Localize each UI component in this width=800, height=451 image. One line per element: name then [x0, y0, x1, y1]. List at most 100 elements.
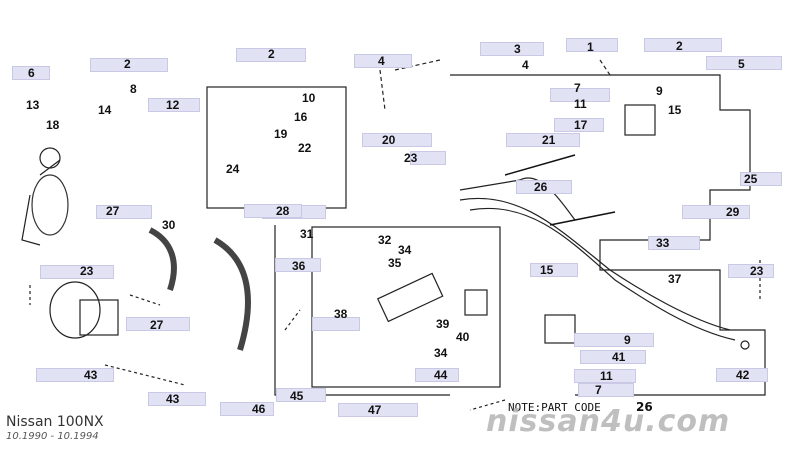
callout-33: 33	[656, 236, 670, 250]
callout-30: 30	[162, 218, 176, 232]
callout-7: 7	[574, 81, 581, 95]
label-box	[276, 388, 326, 402]
label-box	[506, 133, 580, 147]
callout-17: 17	[574, 118, 588, 132]
arrow-33	[549, 211, 616, 226]
label-box	[148, 392, 206, 406]
label-box	[550, 88, 610, 102]
callout-19: 19	[274, 127, 288, 141]
callout-1: 1	[587, 40, 594, 54]
leader-dashed	[379, 59, 611, 111]
label-box	[244, 204, 302, 218]
label-box	[415, 368, 459, 382]
callout-27: 27	[150, 318, 164, 332]
callout-15: 15	[668, 103, 682, 117]
callout-42: 42	[736, 368, 750, 382]
callout-31: 31	[300, 227, 314, 241]
arrow-21	[504, 154, 576, 176]
part-code-note: NOTE:PART CODE	[508, 401, 601, 414]
callout-46: 46	[252, 402, 266, 416]
callout-36: 36	[292, 259, 306, 273]
callout-11: 11	[574, 97, 587, 111]
callout-3: 3	[514, 42, 521, 56]
callout-38: 38	[334, 307, 348, 321]
label-box	[480, 42, 544, 56]
callout-28: 28	[276, 204, 290, 218]
label-box	[96, 205, 152, 219]
callout-34: 34	[398, 243, 412, 257]
label-box	[580, 350, 646, 364]
label-box	[716, 368, 768, 382]
callout-7: 7	[595, 383, 602, 397]
callout-18: 18	[46, 118, 60, 132]
label-box	[362, 133, 432, 147]
callout-35: 35	[388, 256, 402, 270]
label-box	[706, 56, 782, 70]
tube-main-2	[469, 208, 736, 341]
label-box	[338, 403, 418, 417]
suction-hose	[148, 227, 177, 291]
label-box	[312, 317, 360, 331]
callout-44: 44	[434, 368, 448, 382]
callout-23: 23	[80, 264, 94, 278]
label-box	[648, 236, 700, 250]
callout-39: 39	[436, 317, 450, 331]
callout-4: 4	[378, 54, 385, 68]
power-valve	[376, 272, 444, 323]
plug-42	[740, 340, 750, 350]
callout-20: 20	[382, 133, 396, 147]
valve-bracket	[464, 289, 488, 316]
date-range: 10.1990 - 10.1994	[6, 431, 99, 442]
label-box	[574, 333, 654, 347]
callout-2: 2	[124, 57, 131, 71]
callout-37: 37	[668, 272, 682, 286]
label-box	[90, 58, 168, 72]
label-box	[148, 98, 200, 112]
callout-40: 40	[456, 330, 470, 344]
callout-8: 8	[130, 82, 137, 96]
label-box	[682, 205, 750, 219]
callout-45: 45	[290, 389, 304, 403]
label-box	[36, 368, 114, 382]
callout-9: 9	[656, 84, 663, 98]
label-box	[354, 54, 412, 68]
callout-10: 10	[302, 91, 316, 105]
label-box	[516, 180, 572, 194]
callout-32: 32	[378, 233, 392, 247]
leader-lines	[29, 260, 761, 411]
label-box	[40, 265, 114, 279]
label-box	[275, 258, 321, 272]
callout-5: 5	[738, 57, 745, 71]
group-frame-bottom	[274, 225, 450, 396]
callout-15: 15	[540, 263, 554, 277]
callout-23: 23	[404, 151, 418, 165]
label-box	[12, 66, 50, 80]
pump-body	[49, 281, 101, 339]
pressure-hose	[213, 237, 251, 351]
label-box	[574, 369, 636, 383]
pump-block	[79, 299, 119, 336]
reservoir-cap	[39, 147, 61, 169]
callout-11: 11	[600, 369, 613, 383]
reservoir-tank	[31, 174, 69, 236]
callout-24: 24	[226, 162, 240, 176]
callout-22: 22	[298, 141, 312, 155]
callout-13: 13	[26, 98, 40, 112]
callout-9: 9	[624, 333, 631, 347]
callout-16: 16	[294, 110, 308, 124]
watermark: nissan4u.com	[486, 404, 731, 439]
label-box	[566, 38, 618, 52]
bracket-right	[624, 104, 656, 136]
callout-2: 2	[268, 47, 275, 61]
callout-27: 27	[106, 204, 120, 218]
callout-2: 2	[676, 39, 683, 53]
callout-23: 23	[750, 264, 764, 278]
callout-4: 4	[522, 58, 529, 72]
callout-25: 25	[744, 172, 758, 186]
callout-26: 26	[534, 180, 548, 194]
callout-6: 6	[28, 66, 35, 80]
callout-12: 12	[166, 98, 180, 112]
label-box	[554, 118, 604, 132]
label-box	[530, 263, 578, 277]
group-box-right	[450, 74, 766, 396]
